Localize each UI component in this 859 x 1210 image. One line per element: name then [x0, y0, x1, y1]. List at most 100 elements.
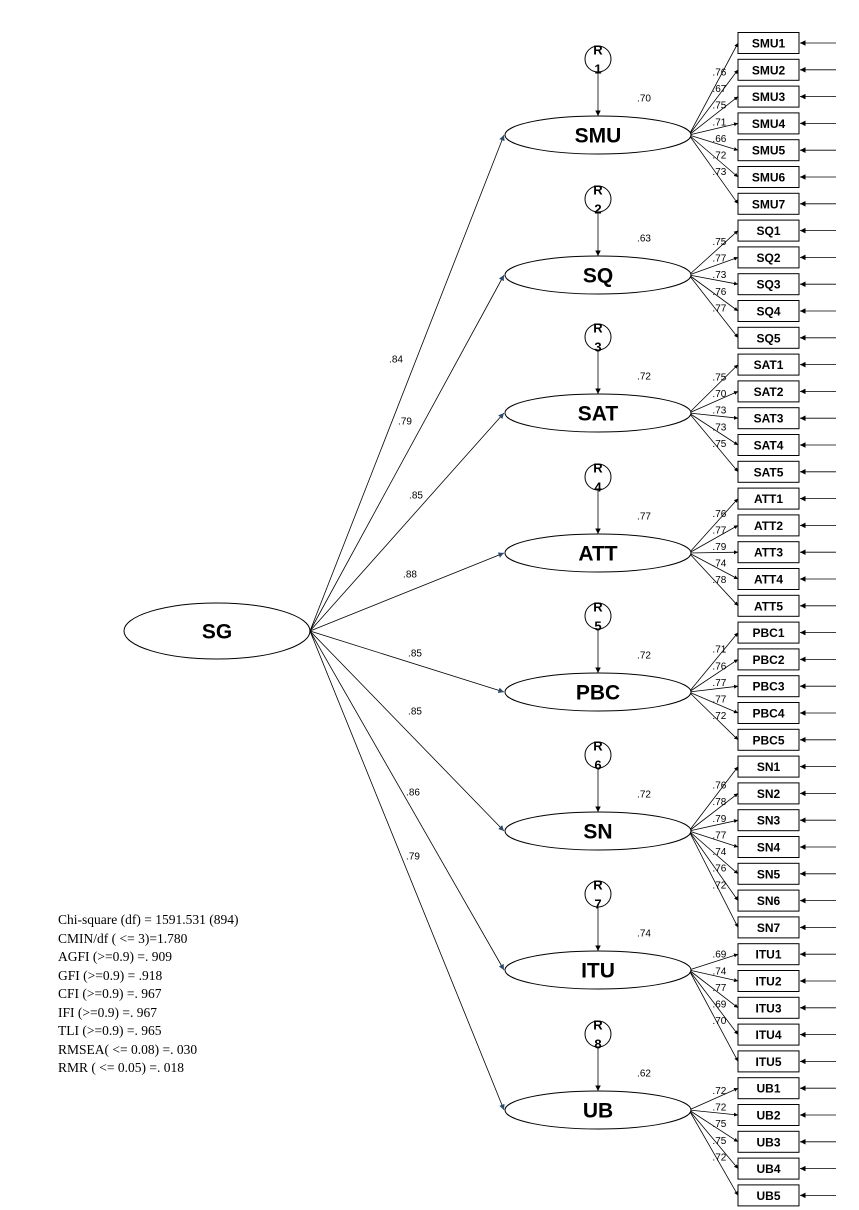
loading-arrow-sat2 [688, 391, 739, 414]
residual-sn [584, 741, 612, 769]
indicator-itu1-label: ITU1 [755, 948, 781, 962]
loading-arrow-sn5 [688, 830, 739, 875]
residual-att [584, 463, 612, 491]
indicator-pbc1 [737, 621, 800, 644]
fit-tli: TLI (>=0.9) =. 965 [58, 1023, 162, 1038]
residual-sat-letter: R [593, 321, 603, 336]
loading-arrow-sq2 [688, 256, 739, 276]
fit-chi-square: Chi-square (df) = 1591.531 (894) [58, 912, 239, 927]
indicator-sq1-label: SQ1 [756, 224, 780, 238]
indicator-sat2-label: SAT2 [754, 385, 784, 399]
indicator-ub4 [737, 1157, 800, 1180]
indicator-smu2 [737, 58, 800, 81]
indicator-pbc2 [737, 648, 800, 671]
loading-arrow-ub1 [688, 1087, 739, 1111]
loading-ub2: .72 [712, 1103, 726, 1114]
indicator-smu6-label: SMU6 [752, 171, 786, 185]
indicator-sq2 [737, 246, 800, 269]
latent-sq-label: SQ [583, 265, 613, 288]
indicator-ub3 [737, 1130, 800, 1153]
loading-sq1: .75 [712, 237, 726, 248]
loading-att4: .74 [712, 559, 726, 570]
indicator-itu2 [737, 970, 800, 992]
loading-arrow-itu3 [688, 969, 739, 1009]
loading-sq3: .73 [712, 270, 726, 281]
fit-rmsea: RMSEA( <= 0.08) =. 030 [58, 1041, 198, 1057]
residual-smu [584, 45, 612, 73]
r2-pbc: .72 [637, 651, 651, 662]
path-coef-ub: .79 [406, 852, 420, 863]
indicator-sn3-label: SN3 [757, 814, 781, 828]
loading-arrow-sn6 [688, 830, 739, 901]
loading-arrow-sq3 [688, 274, 739, 286]
loading-arrow-att4 [688, 552, 739, 580]
loading-arrow-itu5 [688, 969, 739, 1062]
indicator-sq3 [737, 273, 800, 296]
indicator-ub5-label: UB5 [756, 1189, 780, 1203]
latent-smu [504, 115, 692, 155]
latent-smu-label: SMU [575, 125, 622, 148]
residual-att-letter: R [593, 461, 603, 476]
indicator-sq2-label: SQ2 [756, 251, 780, 265]
path-sg-sq [309, 274, 505, 632]
indicator-itu5-label: ITU5 [755, 1055, 781, 1069]
indicator-pbc4-label: PBC4 [752, 707, 784, 721]
residual-sq-letter: R [593, 183, 603, 198]
indicator-sn6 [737, 889, 800, 912]
indicator-sn1 [737, 755, 800, 778]
residual-smu-number: 1 [594, 62, 601, 77]
residual-smu-letter: R [593, 43, 603, 58]
loading-att3: .79 [712, 542, 726, 553]
latent-itu [504, 950, 692, 990]
indicator-smu7 [737, 192, 800, 215]
loading-arrow-smu4 [688, 122, 739, 136]
indicator-ub5 [737, 1184, 800, 1207]
model-fit-statistics: Chi-square (df) = 1591.531 (894) CMIN/df… [58, 911, 238, 1078]
path-coef-att: .88 [403, 570, 417, 581]
loading-smu3: .75 [712, 101, 726, 112]
loading-sq5: .77 [712, 303, 726, 314]
indicator-sat4-label: SAT4 [754, 439, 784, 453]
latent-sat-label: SAT [578, 403, 619, 426]
loading-ub3: .75 [712, 1119, 726, 1130]
loading-arrow-att5 [688, 552, 739, 607]
r2-itu: .74 [637, 929, 651, 940]
loading-arrow-pbc1 [688, 632, 739, 693]
indicator-att5 [737, 594, 800, 617]
loading-sn7: .72 [712, 880, 726, 891]
path-sg-itu [309, 630, 505, 971]
r2-sn: .72 [637, 790, 651, 801]
indicator-att3-label: ATT3 [754, 546, 783, 560]
loading-sn4: .77 [712, 830, 726, 841]
indicator-sn7 [737, 916, 800, 939]
indicator-ub2-label: UB2 [756, 1109, 780, 1123]
latent-ub [504, 1090, 692, 1130]
indicator-sq3-label: SQ3 [756, 278, 780, 292]
indicator-sn7-label: SN7 [757, 921, 781, 935]
loading-sn2: .78 [712, 797, 726, 808]
loading-sn6: .76 [712, 864, 726, 875]
r2-smu: .70 [637, 94, 651, 105]
path-sg-sat [309, 412, 505, 632]
indicator-itu1 [737, 943, 800, 966]
path-coef-pbc: .85 [408, 649, 422, 660]
indicator-itu5 [737, 1050, 800, 1073]
path-sg-pbc [309, 630, 505, 693]
indicator-smu3 [737, 85, 800, 108]
residual-sn-letter: R [593, 739, 603, 754]
residual-sq [584, 185, 612, 213]
loading-arrow-pbc2 [688, 659, 739, 693]
r2-sq: .63 [637, 234, 651, 245]
latent-att [504, 533, 692, 573]
indicator-sat1-label: SAT1 [754, 358, 784, 372]
indicator-sn5-label: SN5 [757, 867, 781, 881]
residual-pbc [584, 602, 612, 630]
loading-arrow-pbc4 [688, 691, 739, 714]
indicator-smu1 [737, 32, 800, 54]
indicator-smu4-label: SMU4 [752, 117, 786, 131]
indicator-smu1-label: SMU1 [752, 37, 786, 51]
loading-arrow-att3 [688, 550, 739, 555]
indicator-smu5 [737, 139, 800, 162]
path-coef-sat: .85 [409, 491, 423, 502]
